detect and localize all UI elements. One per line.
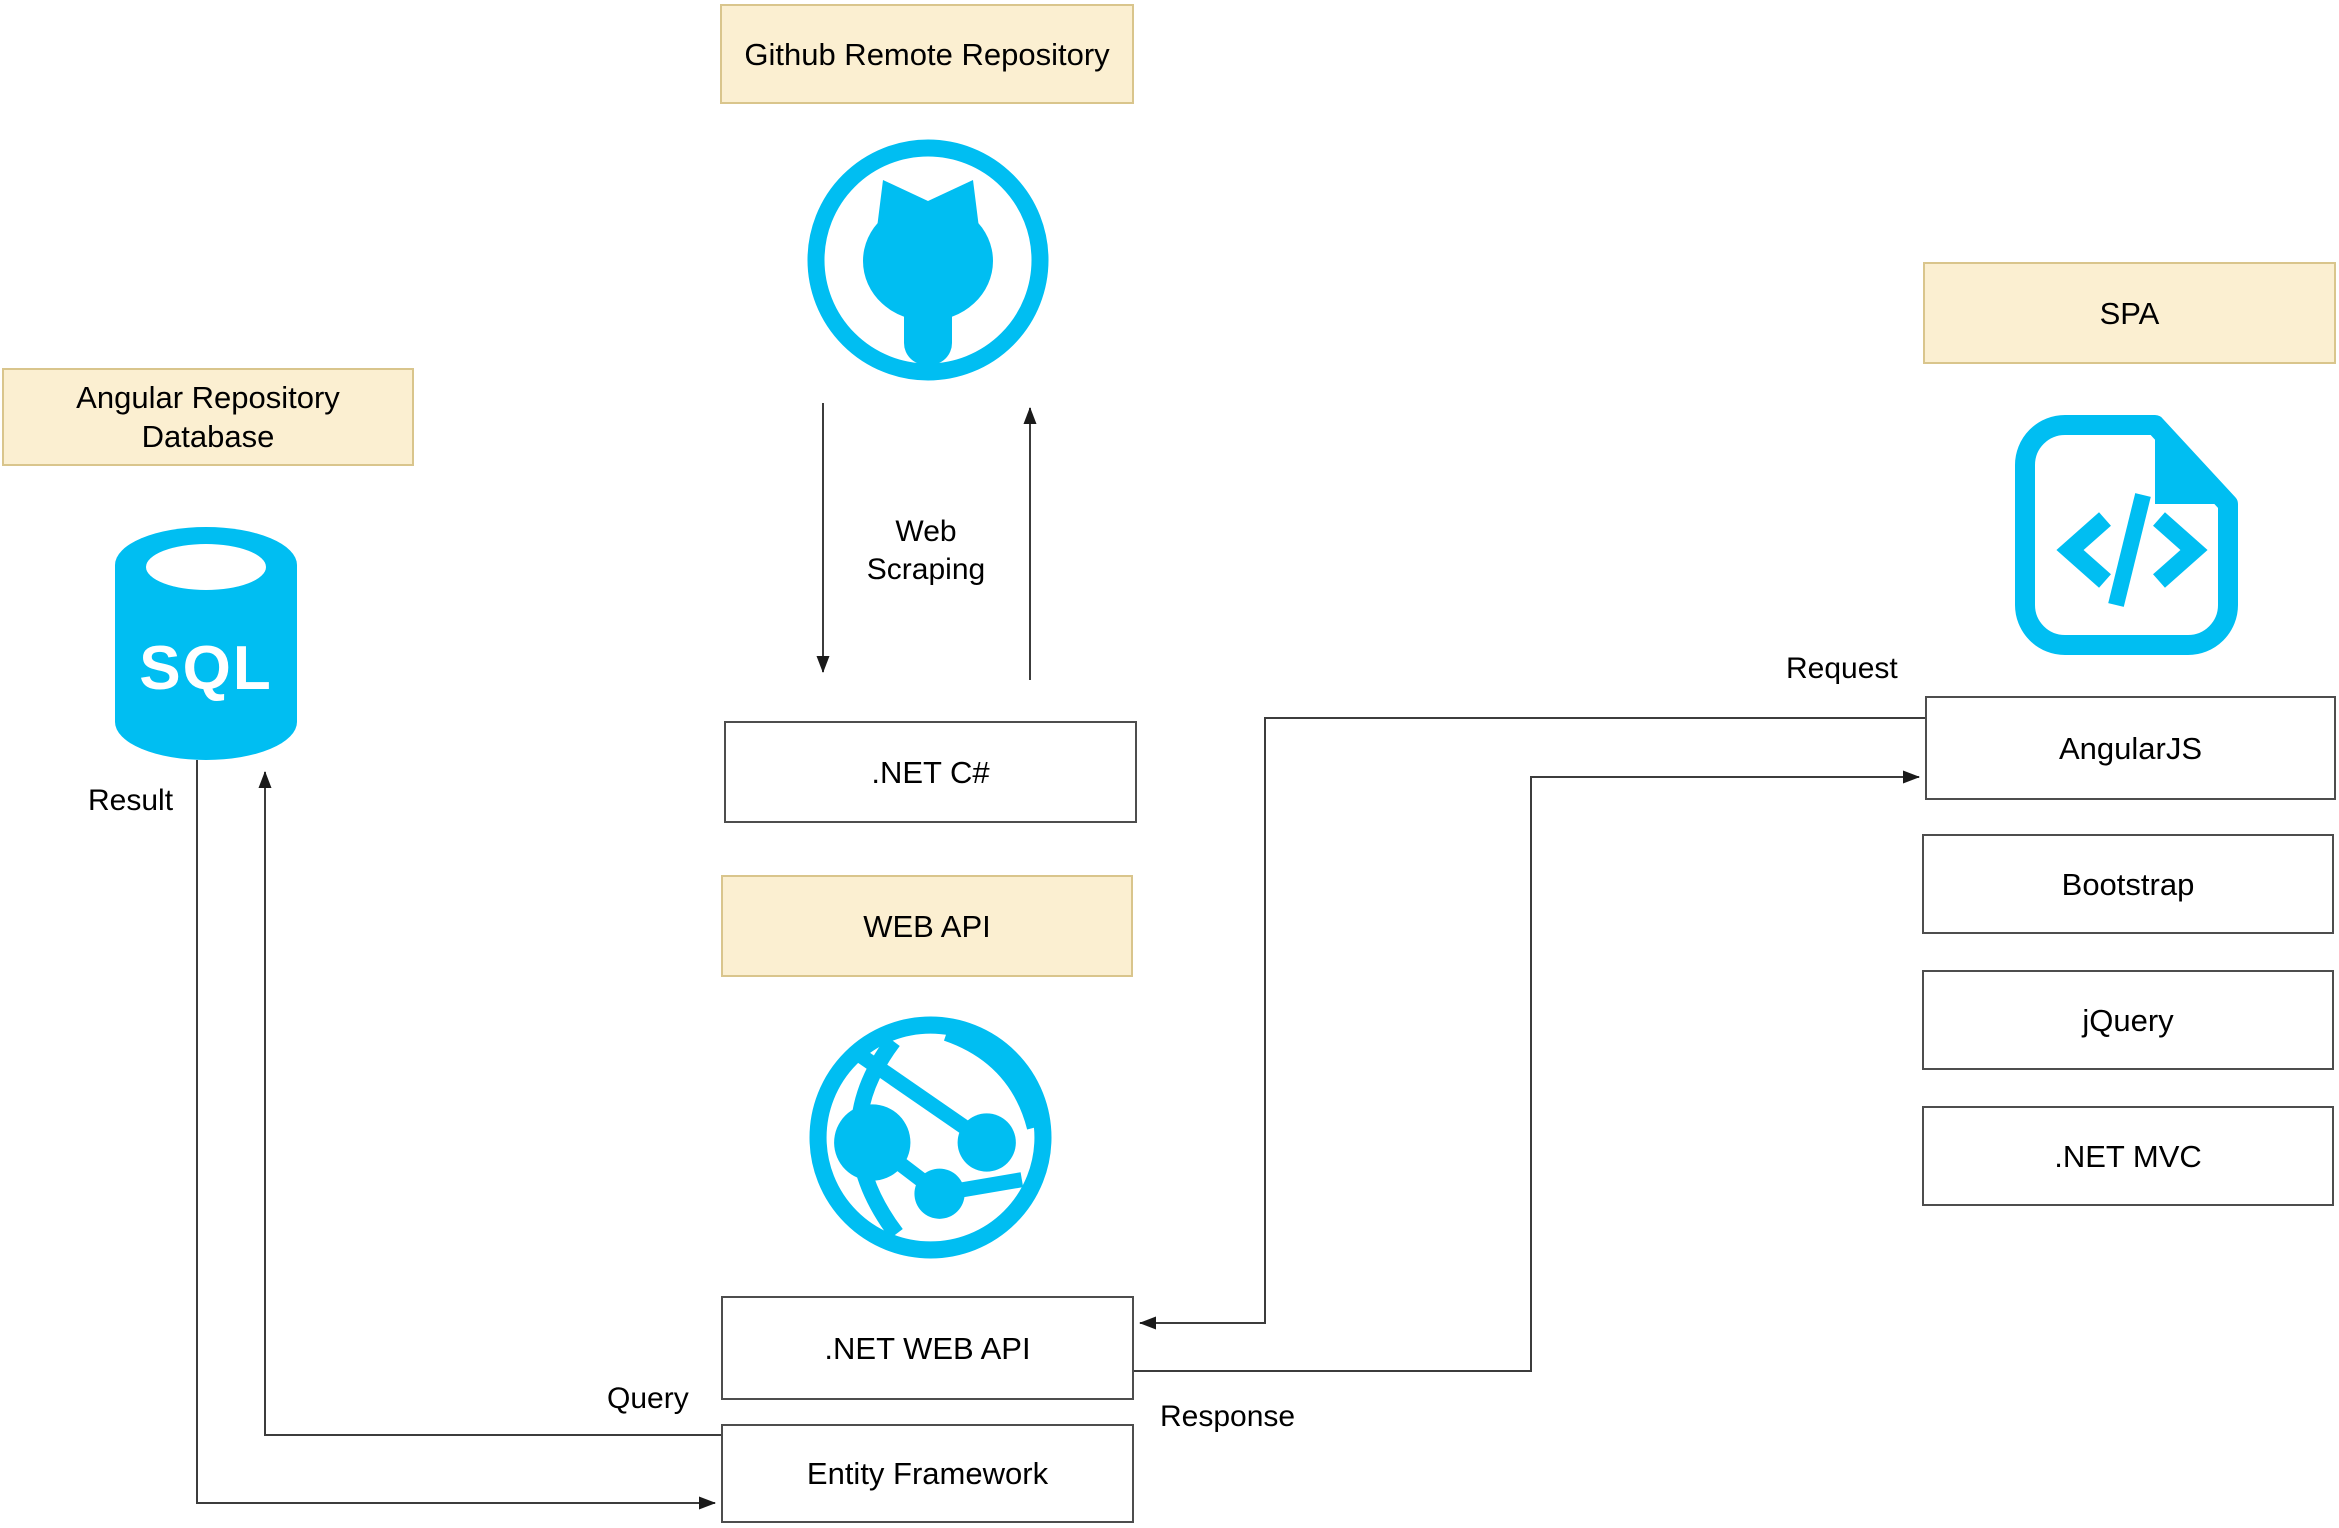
- node-label: Bootstrap: [2061, 866, 2195, 902]
- edge-label-result: Result: [88, 784, 174, 817]
- connector-query-ef-to-sql: [258, 771, 721, 1436]
- node-net-web-api[interactable]: .NET WEB API: [721, 1296, 1134, 1400]
- node-label: .NET WEB API: [824, 1330, 1031, 1366]
- node-label: jQuery: [2082, 1002, 2174, 1038]
- github-icon[interactable]: [806, 138, 1050, 382]
- node-label: .NET C#: [871, 754, 990, 790]
- edge-label-web-scraping: Web Scraping: [776, 513, 1076, 589]
- node-entity-framework[interactable]: Entity Framework: [721, 1424, 1134, 1523]
- node-label: WEB API: [863, 908, 991, 944]
- edge-label-web-scraping-line2: Scraping: [866, 553, 986, 586]
- node-label-line2: Database: [141, 419, 275, 454]
- node-label: Github Remote Repository: [744, 36, 1110, 72]
- code-file-icon[interactable]: [2013, 413, 2240, 657]
- edge-label-request: Request: [1786, 652, 1898, 685]
- node-label: .NET MVC: [2054, 1138, 2202, 1174]
- node-spa[interactable]: SPA: [1923, 262, 2336, 364]
- node-angularjs[interactable]: AngularJS: [1925, 696, 2336, 800]
- sql-icon-text: SQL: [139, 634, 272, 703]
- connector-request-angularjs-to-netwebapi: [1139, 717, 1925, 1330]
- edge-label-query: Query: [607, 1382, 689, 1415]
- node-label-line1: Angular Repository: [76, 380, 340, 415]
- node-net-csharp[interactable]: .NET C#: [724, 721, 1137, 823]
- edge-label-web-scraping-line1: Web: [895, 515, 957, 548]
- sql-database-icon[interactable]: SQL: [115, 527, 297, 760]
- edge-label-response: Response: [1160, 1400, 1296, 1433]
- connector-result-sql-to-ef: [196, 760, 716, 1510]
- node-label: SPA: [2099, 295, 2160, 331]
- node-net-mvc[interactable]: .NET MVC: [1922, 1106, 2334, 1206]
- node-label: Entity Framework: [806, 1456, 1049, 1491]
- node-angular-repository-database[interactable]: Angular Repository Database: [2, 368, 414, 466]
- node-jquery[interactable]: jQuery: [1922, 970, 2334, 1070]
- connector-response-netwebapi-to-angularjs: [1134, 770, 1920, 1372]
- node-web-api[interactable]: WEB API: [721, 875, 1133, 977]
- web-api-globe-icon[interactable]: [808, 1015, 1053, 1260]
- node-label: AngularJS: [2058, 730, 2203, 766]
- node-bootstrap[interactable]: Bootstrap: [1922, 834, 2334, 934]
- node-github-remote-repository[interactable]: Github Remote Repository: [720, 4, 1134, 104]
